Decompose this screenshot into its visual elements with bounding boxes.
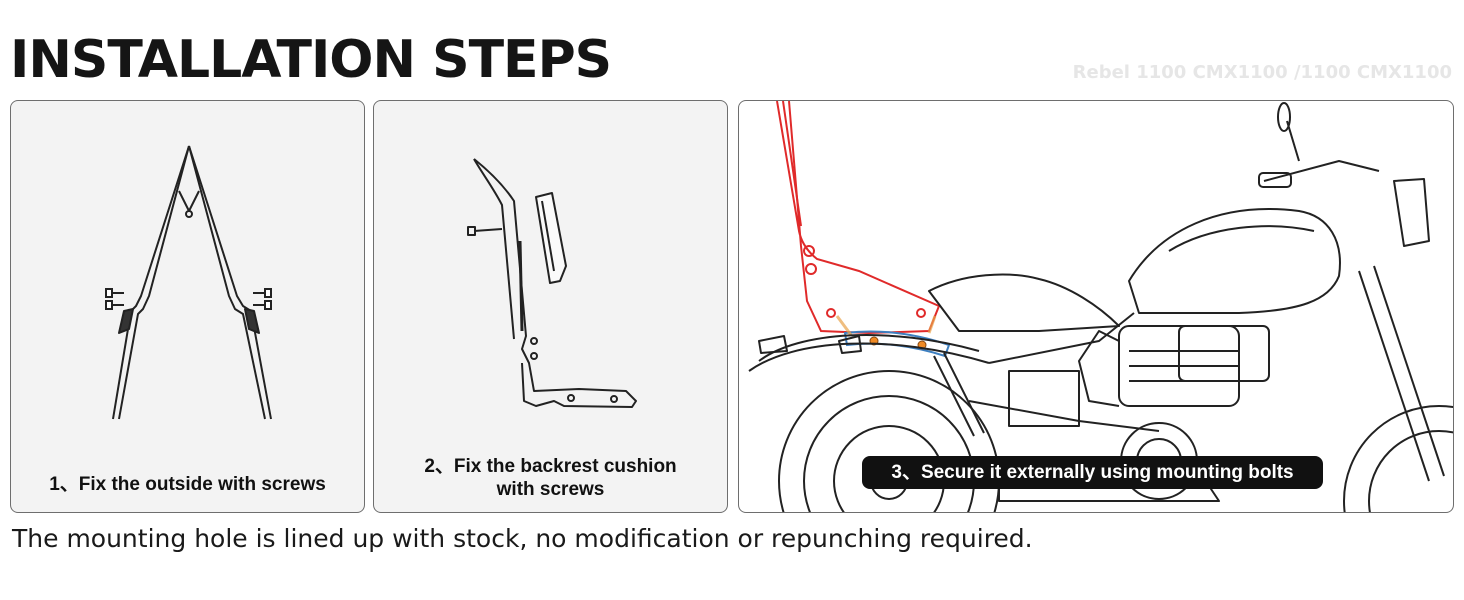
page-title: INSTALLATION STEPS (10, 28, 611, 92)
footer-note: The mounting hole is lined up with stock… (12, 524, 1033, 553)
step-1-caption: 1、Fix the outside with screws (11, 473, 364, 496)
step-2-panel: 2、Fix the backrest cushion with screws (373, 100, 728, 513)
screw-icons-left (106, 289, 124, 309)
motorcycle-outline (749, 103, 1454, 513)
sissy-bar-highlight (777, 101, 939, 333)
screw-icons-right (253, 289, 271, 309)
step-2-caption-line-2: with screws (374, 478, 727, 501)
motorcycle-illustration (739, 101, 1454, 513)
step-3-caption: 3、Secure it externally using mounting bo… (862, 456, 1323, 489)
step-3-panel: 3、Secure it externally using mounting bo… (738, 100, 1454, 513)
backrest-assembly-illustration (374, 101, 728, 513)
step-1-panel: 1、Fix the outside with screws (10, 100, 365, 513)
step-2-caption-line-1: 2、Fix the backrest cushion (374, 455, 727, 478)
model-watermark: Rebel 1100 CMX1100 /1100 CMX1100 (1073, 62, 1452, 83)
sissy-bar-frame-illustration (11, 101, 365, 513)
step-2-caption: 2、Fix the backrest cushion with screws (374, 455, 727, 501)
